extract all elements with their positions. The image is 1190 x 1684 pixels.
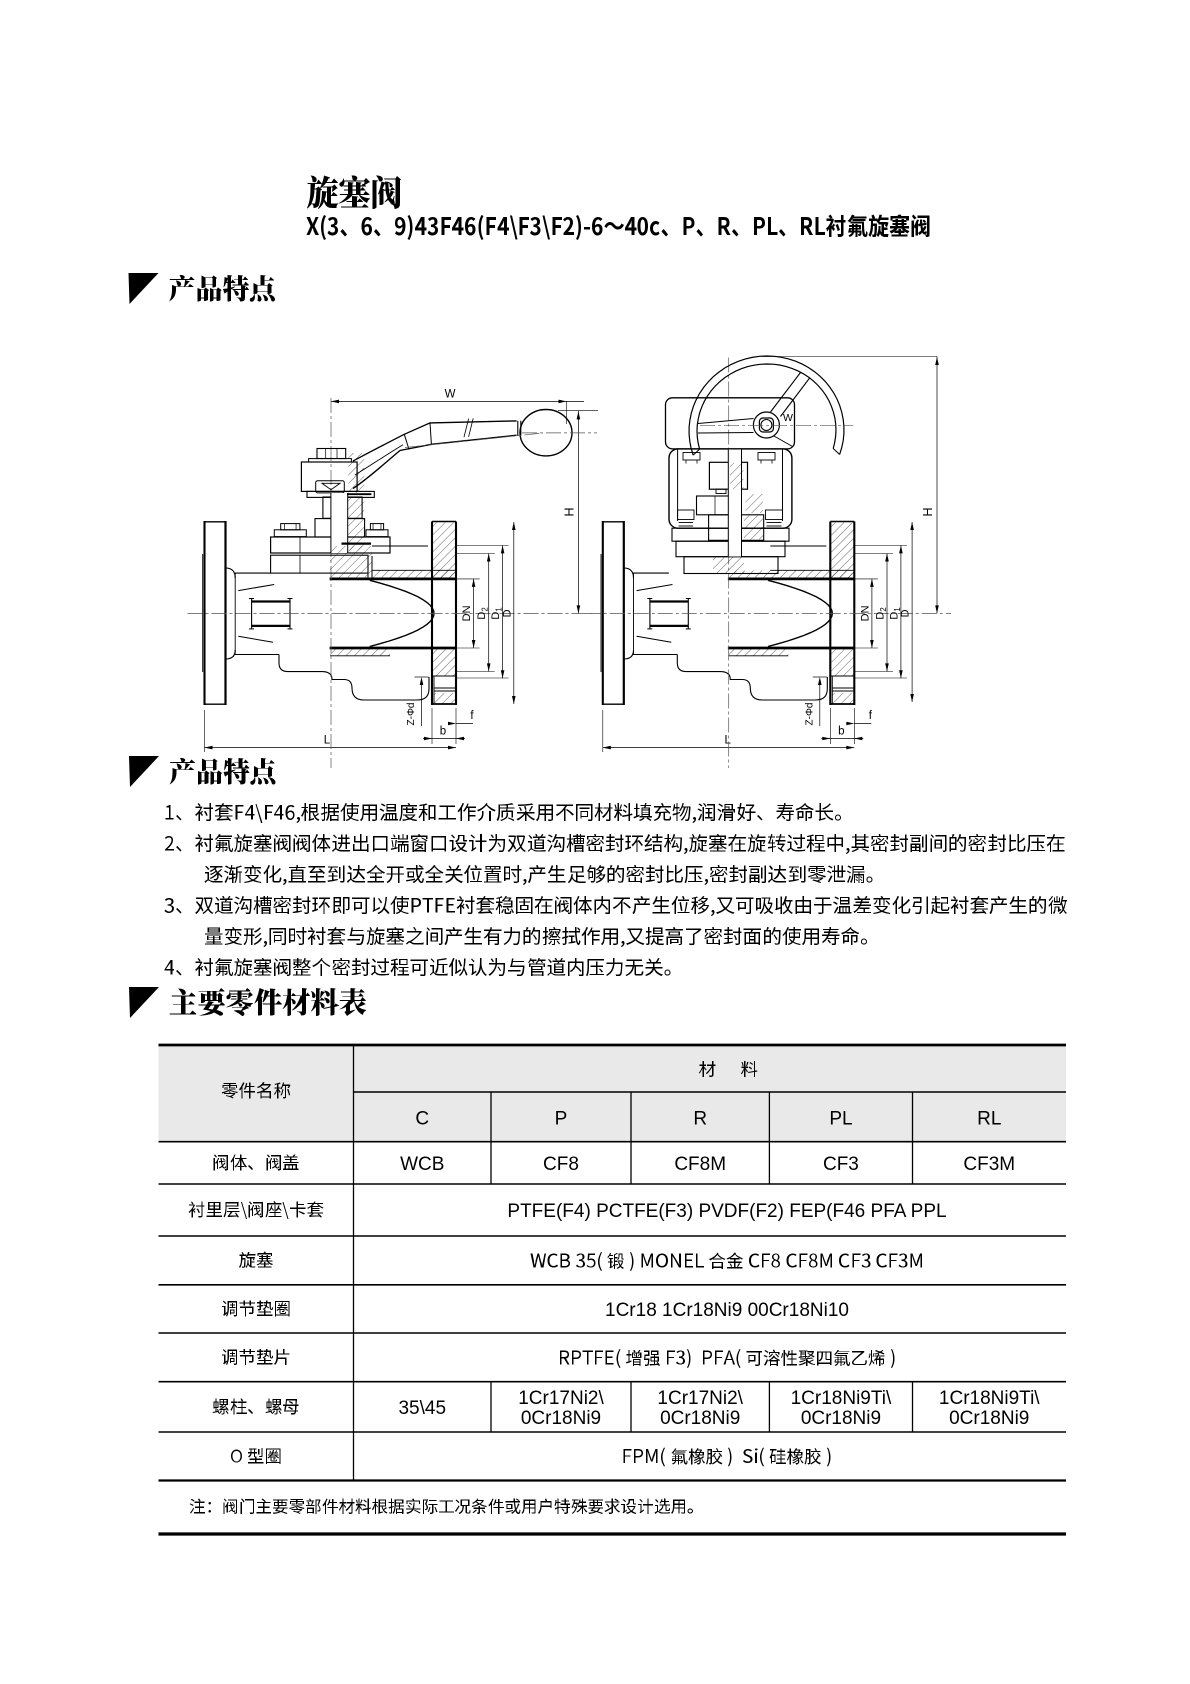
svg-text:D2: D2 — [476, 607, 490, 619]
svg-text:Z-Φd: Z-Φd — [406, 703, 417, 726]
svg-text:C: C — [415, 1109, 429, 1130]
svg-text:DN: DN — [461, 605, 473, 621]
svg-text:D: D — [501, 609, 513, 617]
svg-text:f: f — [869, 710, 873, 722]
svg-text:H: H — [562, 507, 576, 516]
svg-text:PTFE(F4) PCTFE(F3) PVDF(F2) FE: PTFE(F4) PCTFE(F3) PVDF(F2) FEP(F46 PFA … — [507, 1201, 946, 1222]
svg-text:b: b — [838, 726, 844, 738]
svg-text:0Cr18Ni9: 0Cr18Ni9 — [660, 1408, 740, 1429]
svg-text:CF8M: CF8M — [674, 1154, 726, 1175]
svg-text:1Cr18 1Cr18Ni9 00Cr18Ni10: 1Cr18 1Cr18Ni9 00Cr18Ni10 — [605, 1300, 849, 1321]
svg-text:WCB: WCB — [400, 1154, 444, 1175]
svg-text:D: D — [900, 609, 912, 617]
svg-text:W: W — [783, 412, 793, 424]
svg-text:f: f — [470, 710, 474, 722]
svg-text:P: P — [555, 1109, 568, 1130]
svg-text:0Cr18Ni9: 0Cr18Ni9 — [949, 1408, 1029, 1429]
svg-text:CF3M: CF3M — [963, 1154, 1015, 1175]
svg-text:L: L — [324, 735, 331, 747]
svg-text:0Cr18Ni9: 0Cr18Ni9 — [521, 1408, 601, 1429]
svg-text:L: L — [724, 735, 731, 747]
svg-text:0Cr18Ni9: 0Cr18Ni9 — [801, 1408, 881, 1429]
svg-text:1Cr18Ni9Ti\: 1Cr18Ni9Ti\ — [791, 1388, 892, 1409]
svg-text:RL: RL — [977, 1109, 1001, 1130]
svg-text:35\45: 35\45 — [398, 1398, 446, 1419]
svg-text:H: H — [921, 507, 935, 516]
svg-text:1Cr17Ni2\: 1Cr17Ni2\ — [518, 1388, 604, 1409]
svg-text:CF3: CF3 — [823, 1154, 859, 1175]
svg-text:Z-Φd: Z-Φd — [804, 703, 815, 726]
svg-text:R: R — [693, 1109, 707, 1130]
svg-text:W: W — [445, 389, 456, 401]
svg-text:1Cr17Ni2\: 1Cr17Ni2\ — [657, 1388, 743, 1409]
svg-text:DN: DN — [859, 605, 871, 621]
svg-text:CF8: CF8 — [543, 1154, 579, 1175]
svg-text:1Cr18Ni9Ti\: 1Cr18Ni9Ti\ — [939, 1388, 1040, 1409]
svg-text:b: b — [440, 726, 446, 738]
svg-text:PL: PL — [829, 1109, 852, 1130]
svg-text:D2: D2 — [875, 607, 889, 619]
